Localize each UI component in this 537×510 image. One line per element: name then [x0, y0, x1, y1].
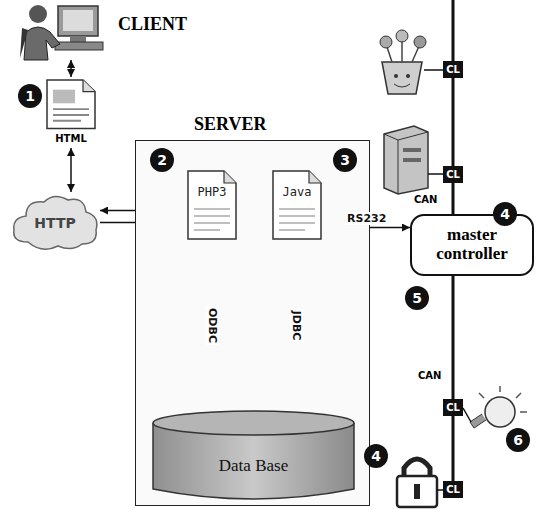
client-arrow	[70, 60, 72, 77]
cl-label: CL	[446, 402, 460, 413]
plant-device	[380, 30, 426, 94]
cl-node: CL	[443, 166, 463, 183]
server-box: SERVERPHP3JavaData Base	[135, 140, 370, 506]
callout-number: 4	[493, 202, 517, 226]
client-label: CLIENT	[118, 14, 187, 35]
html-document: HTML	[45, 78, 97, 148]
http-cloud: HTTP	[10, 192, 100, 254]
cl-label: CL	[446, 64, 460, 75]
doc-outline	[186, 169, 238, 241]
arrow-connector	[70, 148, 72, 192]
database-name: Data Base	[219, 456, 288, 476]
callout-number: 4	[364, 444, 388, 468]
connector-label: JDBC	[290, 308, 303, 342]
can-bus	[452, 0, 455, 61]
callout-number: 1	[18, 84, 42, 108]
can-bus	[452, 183, 455, 214]
can-bus	[452, 416, 455, 481]
device-stub	[463, 408, 471, 422]
java-program: Java	[271, 169, 323, 241]
protocol-name: HTTP	[34, 215, 75, 231]
master-controller: master controller	[410, 214, 534, 276]
callout-number: 5	[405, 286, 429, 310]
computer-device	[384, 126, 428, 194]
connector-label: ODBC	[205, 306, 218, 345]
can-bus	[452, 78, 455, 166]
callout-number: 6	[506, 428, 530, 452]
controller-name: master controller	[418, 226, 526, 263]
database-cylinder: Data Base	[151, 409, 356, 504]
padlock-device	[397, 459, 437, 507]
bus-name: CAN	[414, 194, 437, 205]
server-heading: SERVER	[194, 114, 266, 135]
bulb-device	[470, 386, 527, 428]
client-icon	[20, 5, 103, 60]
cl-label: CL	[446, 484, 460, 495]
script-name: PHP3	[186, 169, 238, 199]
script-name: Java	[271, 169, 323, 199]
document-caption: HTML	[45, 133, 97, 144]
callout-number: 3	[333, 148, 357, 172]
device-stub	[428, 173, 443, 175]
cl-label: CL	[446, 169, 460, 180]
doc-outline	[271, 169, 323, 241]
php-script: PHP3	[186, 169, 238, 241]
cl-node: CL	[443, 481, 463, 498]
device-stub	[424, 69, 443, 71]
bus-name: CAN	[418, 370, 441, 381]
connector-label: RS232	[345, 212, 388, 225]
callout-number: 2	[150, 148, 174, 172]
cl-node: CL	[443, 399, 463, 416]
can-bus	[452, 276, 455, 399]
cl-node: CL	[443, 61, 463, 78]
